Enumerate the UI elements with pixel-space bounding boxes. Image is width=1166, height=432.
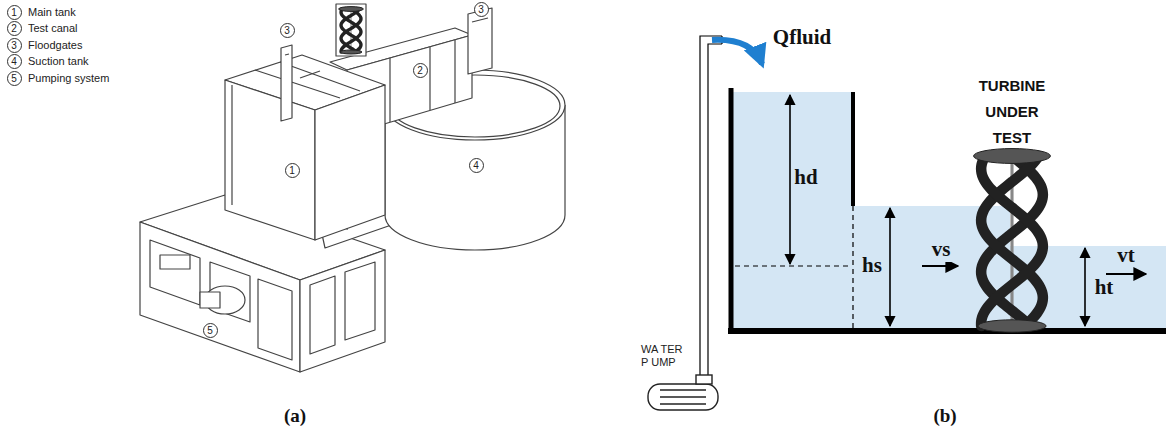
drawing-part <box>696 375 712 384</box>
turbine-disc <box>978 320 1046 332</box>
legend-text: Main tank <box>28 6 76 18</box>
panel-caption: (a) <box>284 406 306 427</box>
panel-caption: (b) <box>933 406 956 427</box>
drawing-part <box>258 279 292 360</box>
turbine-disc <box>339 7 364 12</box>
drawing-part <box>660 389 706 390</box>
legend-text: Pumping system <box>28 72 109 84</box>
main-tank <box>225 55 385 240</box>
turbine-blade <box>341 9 361 52</box>
callout-number: 3 <box>7 38 22 53</box>
callout-number: 3 <box>280 23 295 38</box>
dimension-label: vs <box>930 238 953 261</box>
drawing-part <box>922 265 958 267</box>
turbine-under-test <box>974 149 1051 333</box>
drawing-part <box>345 262 375 340</box>
weir-dashed <box>852 206 853 328</box>
turbine-disc <box>974 149 1051 164</box>
test-rig-drawing <box>140 4 565 372</box>
drawing-part <box>225 80 315 240</box>
drawing-part <box>150 240 200 305</box>
drawing-part <box>140 222 300 372</box>
drawing-part <box>648 384 718 410</box>
datum-dashed <box>735 265 850 266</box>
tank-floor <box>728 328 1166 334</box>
dimension-arrow <box>790 95 1146 326</box>
drawing-part <box>468 8 492 74</box>
pipe <box>708 44 722 375</box>
turbine-disc <box>340 50 362 54</box>
water-pump <box>648 375 718 410</box>
turbine-blade <box>981 156 1043 326</box>
turbine-small <box>339 7 364 54</box>
callout-number: 5 <box>203 323 218 338</box>
callout-number: 3 <box>474 2 489 17</box>
water <box>733 92 1166 328</box>
dimension-label: TURBINE UNDER TEST <box>967 73 1057 152</box>
drawing-part <box>789 95 791 264</box>
drawing-part <box>1084 248 1086 326</box>
tank-wall <box>729 88 734 333</box>
drawing-part <box>660 403 706 404</box>
floodgate <box>281 8 492 121</box>
pump-label-box: WA TER P UMP <box>640 342 688 369</box>
turbine-blade <box>341 9 361 52</box>
drawing-part <box>472 18 488 22</box>
turbine-blade <box>341 9 361 52</box>
drawing-part <box>889 208 891 326</box>
dimension-label: hd <box>792 166 819 189</box>
callout-number: 1 <box>285 163 300 178</box>
drawing-part <box>660 396 706 397</box>
callout-number: 4 <box>469 158 484 173</box>
legend-text: Floodgates <box>28 39 82 51</box>
turbine-frame <box>336 4 366 56</box>
dimension-label: ht <box>1093 276 1116 299</box>
pump-label: WA TER P UMP <box>641 343 685 368</box>
drawing-part <box>454 40 455 103</box>
turbine-blade <box>981 156 1043 326</box>
flow-arrow <box>712 40 762 64</box>
drawing-part <box>300 250 385 372</box>
drawing-part <box>281 45 292 121</box>
weir-wall <box>851 92 855 206</box>
drawing-part <box>160 255 190 269</box>
callout-number: 2 <box>7 21 22 36</box>
dimension-label: vt <box>1115 244 1137 267</box>
legend-text: Suction tank <box>28 55 89 67</box>
callout-number: 5 <box>7 71 22 86</box>
drawing-part <box>300 71 320 78</box>
callout-number: 2 <box>413 63 428 78</box>
dimension-label: Qfluid <box>771 26 833 49</box>
drawing-part <box>389 58 390 122</box>
drawing-part <box>285 54 289 55</box>
turbine-blade <box>981 156 1043 326</box>
pipe <box>700 36 722 375</box>
drawing-part <box>429 47 430 110</box>
drawing-part <box>310 276 335 354</box>
drawing-part <box>1106 273 1146 275</box>
drawing-part <box>231 85 232 205</box>
callout-number: 1 <box>7 5 22 20</box>
flume-schematic <box>648 36 1166 410</box>
dimension-label: hs <box>860 254 884 277</box>
callout-number: 4 <box>7 54 22 69</box>
drawing-part <box>255 70 340 98</box>
drawing-part <box>315 85 385 240</box>
drawing-part <box>200 292 220 308</box>
legend-text: Test canal <box>28 22 78 34</box>
